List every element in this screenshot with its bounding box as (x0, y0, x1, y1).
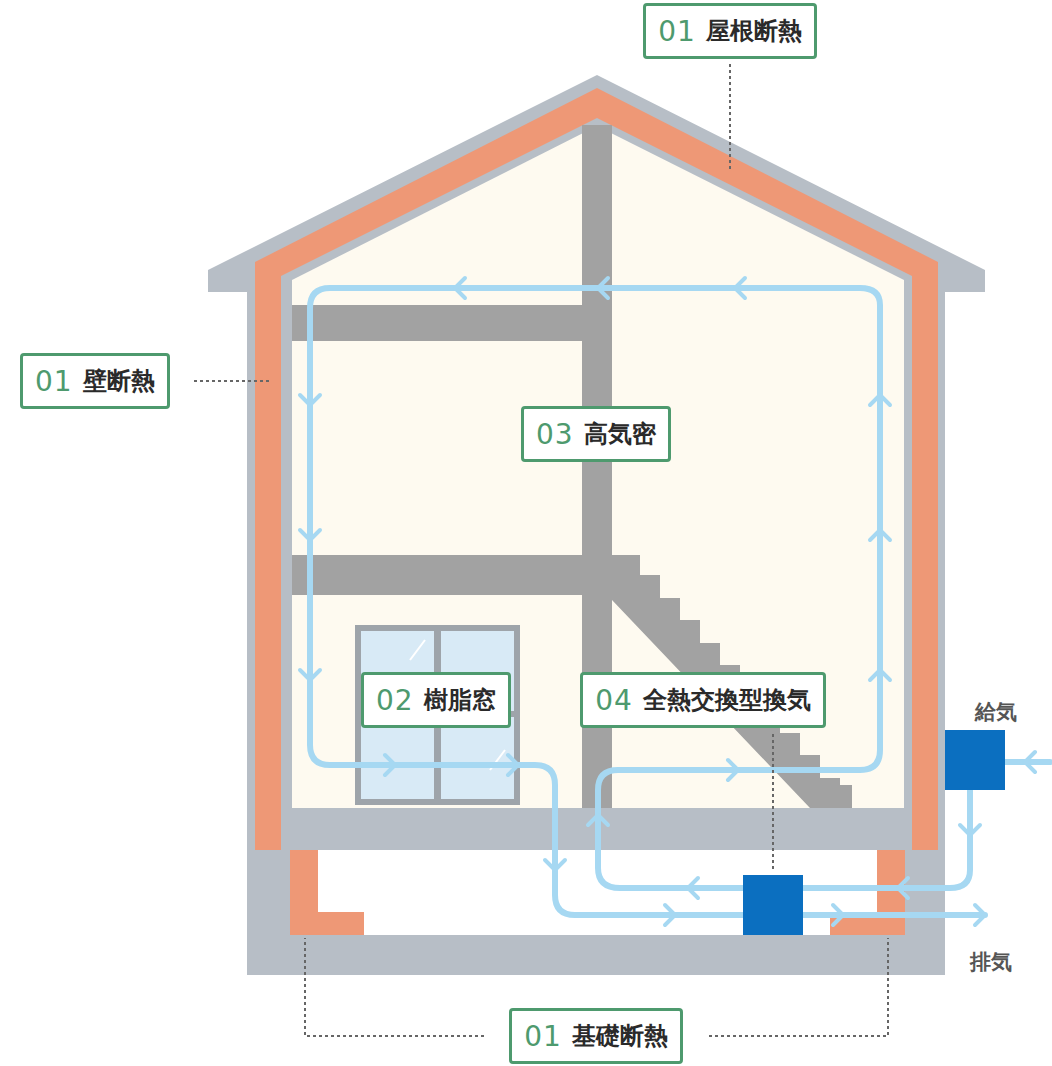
structure (292, 125, 852, 808)
ventilation-box: 04 全熱交換型換気 (580, 672, 826, 728)
callout-label: 壁断熱 (83, 365, 155, 397)
callout-label: 高気密 (584, 418, 656, 450)
foundation-insulation-box: 01 基礎断熱 (509, 1008, 683, 1064)
callout-number: 03 (536, 418, 574, 451)
callout-number: 01 (35, 365, 73, 398)
air-label: 給気 (975, 698, 1017, 726)
airtight-box: 03 高気密 (521, 406, 671, 462)
roof-insulation-box: 01 屋根断熱 (643, 3, 817, 59)
callout-number: 01 (658, 15, 696, 48)
callout-label: 全熱交換型換気 (643, 684, 811, 716)
air-label: 排気 (970, 948, 1012, 976)
resin-window (355, 625, 520, 805)
callout-number: 04 (595, 684, 633, 717)
callout-label: 樹脂窓 (424, 684, 496, 716)
callout-label: 基礎断熱 (572, 1020, 668, 1052)
supply-hood (945, 730, 1005, 790)
ventilation-unit (743, 875, 803, 935)
roof-wall-insulation (255, 88, 938, 850)
wall-insulation-box: 01 壁断熱 (20, 353, 170, 409)
interior (292, 126, 904, 808)
leader-lines (194, 64, 888, 1036)
callout-label: 屋根断熱 (706, 15, 802, 47)
callout-number: 01 (524, 1020, 562, 1053)
resin-window-box: 02 樹脂窓 (361, 672, 511, 728)
callout-number: 02 (376, 684, 414, 717)
airflow (300, 278, 1050, 925)
